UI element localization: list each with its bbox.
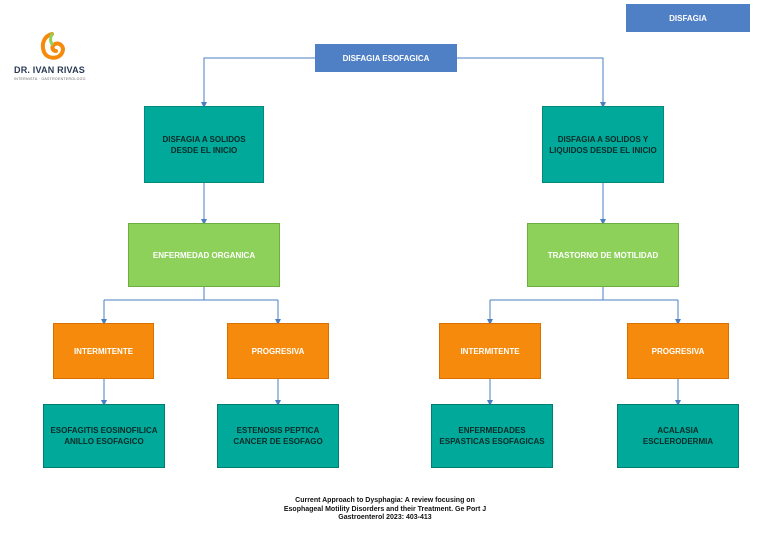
left-level4a-node: ESOFAGITIS EOSINOFILICA ANILLO ESOFAGICO <box>43 404 165 468</box>
left-level3b-node: PROGRESIVA <box>227 323 329 379</box>
right-level4a-node: ENFERMEDADES ESPASTICAS ESOFAGICAS <box>431 404 553 468</box>
root-node: DISFAGIA ESOFAGICA <box>315 44 457 72</box>
connector-root-left <box>201 57 315 108</box>
left-level4b-node: ESTENOSIS PEPTICA CANCER DE ESOFAGO <box>217 404 339 468</box>
connector-right-l2-l3 <box>489 287 679 322</box>
right-level2-node: TRASTORNO DE MOTILIDAD <box>527 223 679 287</box>
left-level3a-node: INTERMITENTE <box>53 323 154 379</box>
right-level3b-node: PROGRESIVA <box>627 323 729 379</box>
logo-name: DR. IVAN RIVAS <box>14 65 85 75</box>
citation: Current Approach to Dysphagia: A review … <box>283 497 487 521</box>
disfagia-badge: DISFAGIA <box>626 4 750 32</box>
logo-subtitle: INTERNISTA · GASTROENTEROLOGO <box>14 77 86 81</box>
right-level1-node: DISFAGIA A SOLIDOS Y LIQUIDOS DESDE EL I… <box>542 106 664 183</box>
left-level2-node: ENFERMEDAD ORGANICA <box>128 223 280 287</box>
connector-left-l2-l3 <box>103 287 279 322</box>
left-level1-node: DISFAGIA A SOLIDOS DESDE EL INICIO <box>144 106 264 183</box>
stomach-logo-icon <box>40 32 65 60</box>
right-level3a-node: INTERMITENTE <box>439 323 541 379</box>
right-level4b-node: ACALASIA ESCLERODERMIA <box>617 404 739 468</box>
connector-root-right <box>457 57 606 108</box>
